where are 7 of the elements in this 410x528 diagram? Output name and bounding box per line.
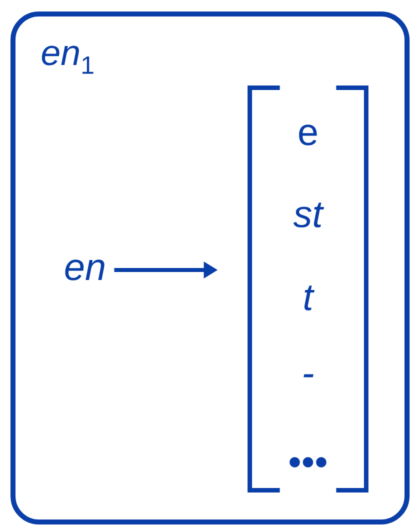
vector-entry: ••• [290, 457, 326, 468]
vector-entry: e [299, 124, 317, 146]
symbol-label: en [65, 260, 104, 280]
vector-entry: - [304, 374, 314, 378]
vector-entry: t [304, 286, 315, 310]
vector-entry: st [293, 202, 324, 228]
box-title: en$_{1}$ [42, 46, 94, 74]
